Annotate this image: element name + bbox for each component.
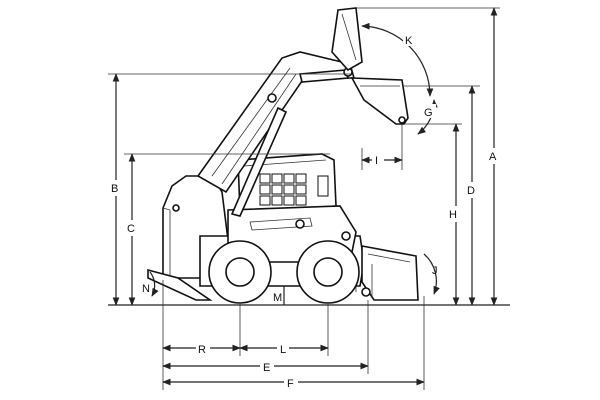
dim-label-K: K	[405, 35, 413, 47]
dim-label-I: I	[375, 155, 378, 167]
rear-wheel	[208, 240, 272, 304]
dim-I: I	[361, 124, 403, 170]
dim-label-B: B	[111, 183, 118, 195]
dim-label-E: E	[263, 362, 270, 374]
bucket-raised-level	[350, 77, 409, 125]
dim-label-D: D	[467, 185, 475, 197]
dim-label-L: L	[280, 344, 286, 356]
dim-M: M	[273, 286, 285, 305]
dim-D: D	[404, 85, 480, 306]
dim-N: N	[142, 271, 159, 297]
cab-grille	[259, 173, 329, 206]
dim-label-M: M	[273, 292, 282, 304]
dim-H: H	[404, 123, 462, 306]
dim-J: J	[423, 253, 440, 295]
dim-label-H: H	[449, 209, 457, 221]
dim-F: F	[162, 375, 425, 390]
dim-label-J: J	[432, 265, 438, 277]
dim-label-G: G	[424, 107, 433, 119]
dim-label-R: R	[198, 344, 206, 356]
dim-K: K	[361, 22, 434, 97]
dim-label-C: C	[127, 223, 135, 235]
bucket-lowered	[361, 245, 419, 301]
bucket-raised-dump	[331, 7, 363, 72]
dim-B: B	[108, 73, 350, 306]
lift-arm-raised	[196, 51, 360, 217]
front-wheel	[296, 240, 360, 304]
dim-E: E	[162, 359, 369, 374]
dim-A: A	[356, 7, 502, 306]
dim-R: R	[162, 341, 241, 356]
dim-G: G	[417, 99, 438, 135]
dim-C: C	[124, 153, 330, 306]
dim-label-F: F	[287, 378, 294, 390]
dim-label-N: N	[142, 283, 150, 295]
dim-L: L	[239, 341, 329, 356]
dim-label-A: A	[489, 151, 497, 163]
